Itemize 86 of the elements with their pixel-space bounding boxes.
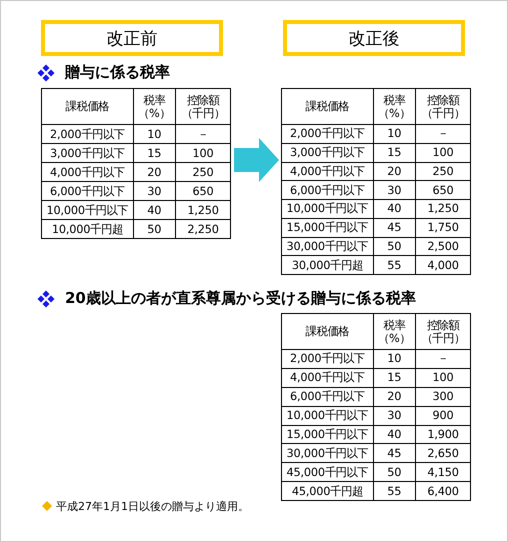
table-cell: 10 xyxy=(373,124,416,144)
tax-rate-table xyxy=(281,88,471,274)
table-cell: 3,000千円以下 xyxy=(42,144,134,162)
table-cell: 45,000千円超 xyxy=(282,482,374,500)
tax-rate-table xyxy=(41,88,231,238)
heading-text: 改正前 xyxy=(106,28,158,50)
table-cell: 1,250 xyxy=(176,200,230,220)
footnote: 平成27年1月1日以後の贈与より適用。 xyxy=(56,499,249,514)
table-cell: 15,000千円以下 xyxy=(282,218,374,237)
table-cell: 55 xyxy=(373,256,416,274)
table-cell: 6,000千円以下 xyxy=(282,387,374,406)
table-cell: 45,000千円以下 xyxy=(282,462,374,482)
table-cell: 30,000千円超 xyxy=(282,256,374,274)
heading-text: 改正後 xyxy=(348,28,400,50)
heading-box xyxy=(41,20,223,56)
table-cell: 30,000千円以下 xyxy=(282,444,374,463)
table-cell: 15 xyxy=(373,368,416,388)
table-cell: 1,900 xyxy=(416,425,470,444)
table-cell: 55 xyxy=(373,482,416,500)
table-cell: 6,000千円以下 xyxy=(282,180,374,200)
arrow xyxy=(234,138,279,182)
table-cell: － xyxy=(416,124,470,144)
table-cell: 50 xyxy=(373,237,416,256)
heading-box xyxy=(283,20,465,56)
table-cell: 100 xyxy=(416,368,470,388)
table-cell: 10,000千円以下 xyxy=(282,406,374,425)
table-cell: 4,000千円以下 xyxy=(42,162,134,182)
table-cell: 2,000千円以下 xyxy=(282,350,374,368)
table-cell: 40 xyxy=(373,200,416,218)
table-cell: 40 xyxy=(133,200,176,220)
table-cell: 250 xyxy=(176,162,230,182)
table-cell: 20 xyxy=(373,162,416,181)
table-cell: 4,000 xyxy=(416,256,470,274)
table-cell: 4,150 xyxy=(416,462,470,482)
table-cell: 100 xyxy=(176,144,230,162)
table-cell: 1,250 xyxy=(416,200,470,218)
table-cell: 30 xyxy=(373,180,416,200)
table-cell: 1,750 xyxy=(416,218,470,237)
table-cell: 6,000千円以下 xyxy=(42,182,134,200)
table-cell: 控除額（千円） xyxy=(416,88,470,124)
table-cell: 900 xyxy=(416,406,470,425)
table-cell: 税率（%） xyxy=(373,88,416,124)
table-cell: 課税価格 xyxy=(42,88,134,124)
table-cell: 50 xyxy=(373,462,416,482)
table-cell: 6,400 xyxy=(416,482,470,500)
table-cell: 15,000千円以下 xyxy=(282,425,374,444)
table-cell: 650 xyxy=(416,180,470,200)
table-cell: 4,000千円以下 xyxy=(282,368,374,388)
table-cell: 300 xyxy=(416,387,470,406)
table-cell: 2,250 xyxy=(176,220,230,238)
table-cell: 250 xyxy=(416,162,470,181)
table-cell: 40 xyxy=(373,425,416,444)
table-cell: 15 xyxy=(133,144,176,162)
table-cell: 10 xyxy=(373,350,416,368)
section-heading: 20歳以上の者が直系尊属から受ける贈与に係る税率 xyxy=(65,289,416,308)
table-cell: 控除額（千円） xyxy=(416,314,470,350)
table-cell: 税率（%） xyxy=(373,314,416,350)
table-cell: 3,000千円以下 xyxy=(282,143,374,162)
table-cell: － xyxy=(416,350,470,368)
table-cell: 2,650 xyxy=(416,444,470,463)
table-cell: 650 xyxy=(176,182,230,200)
table-cell: 15 xyxy=(373,143,416,162)
table-cell: 10,000千円以下 xyxy=(42,200,134,220)
table-cell: 2,000千円以下 xyxy=(42,124,134,144)
table-cell: 2,000千円以下 xyxy=(282,124,374,144)
table-cell: 20 xyxy=(373,387,416,406)
table-cell: 30 xyxy=(373,406,416,425)
table-cell: 45 xyxy=(373,218,416,237)
table-cell: 20 xyxy=(133,162,176,182)
table-cell: 2,500 xyxy=(416,237,470,256)
table-cell: － xyxy=(176,124,230,144)
table-cell: 10 xyxy=(133,124,176,144)
table-cell: 4,000千円以下 xyxy=(282,162,374,181)
table-cell: 10,000千円以下 xyxy=(282,200,374,218)
table-cell: 30 xyxy=(133,182,176,200)
table-cell: 50 xyxy=(133,220,176,238)
table-cell: 45 xyxy=(373,444,416,463)
table-cell: 税率（%） xyxy=(133,88,176,124)
table-cell: 100 xyxy=(416,143,470,162)
table-cell: 課税価格 xyxy=(282,88,374,124)
section-heading: 贈与に係る税率 xyxy=(65,63,170,82)
table-cell: 10,000千円超 xyxy=(42,220,134,238)
tax-rate-table xyxy=(281,313,471,500)
table-cell: 控除額（千円） xyxy=(176,88,230,124)
table-cell: 課税価格 xyxy=(282,314,374,350)
table-cell: 30,000千円以下 xyxy=(282,237,374,256)
